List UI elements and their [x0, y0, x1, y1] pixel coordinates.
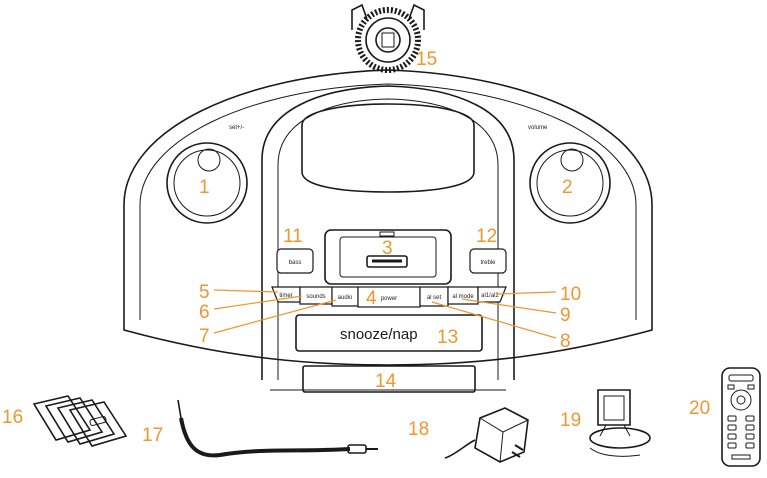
audio-button[interactable]: audio: [331, 286, 359, 307]
svg-text:audio: audio: [338, 295, 353, 301]
callout-12: 12: [476, 226, 497, 247]
power-adapter: [444, 407, 529, 463]
callout-6: 6: [199, 302, 210, 323]
callout-15: 15: [416, 49, 437, 70]
callout-4: 4: [366, 288, 377, 309]
callout-11: 11: [283, 226, 303, 247]
callout-18: 18: [408, 419, 429, 440]
callout-1: 1: [199, 177, 210, 198]
clock-radio-body: [123, 69, 653, 393]
audio-cable: [177, 399, 378, 458]
leader-5: [213, 289, 279, 293]
callout-10: 10: [560, 284, 581, 305]
svg-text:timer: timer: [279, 293, 292, 299]
callout-7: 7: [199, 326, 210, 347]
remote-control: [721, 367, 761, 467]
leader-10: [495, 291, 557, 295]
snooze-nap-label: snooze/nap: [340, 326, 418, 343]
set-dial[interactable]: [166, 142, 248, 224]
set-label: set+/-: [229, 125, 244, 131]
volume-dial[interactable]: [529, 142, 611, 224]
bass-button[interactable]: bass: [276, 248, 314, 274]
volume-label: volume: [528, 125, 548, 131]
dock-adapters: [32, 395, 128, 447]
callout-2: 2: [562, 177, 573, 198]
svg-text:bass: bass: [289, 260, 302, 266]
stand-accessory: [589, 389, 651, 457]
callout-13: 13: [437, 327, 458, 348]
svg-text:power: power: [381, 296, 397, 302]
callout-14: 14: [375, 371, 397, 392]
callout-9: 9: [560, 305, 571, 326]
al-mode-button[interactable]: al mode: [447, 286, 479, 305]
leader-6: [213, 295, 303, 310]
callout-19: 19: [560, 410, 581, 431]
svg-text:al set: al set: [427, 295, 442, 301]
rotating-knob: [351, 3, 425, 73]
callout-8: 8: [560, 331, 571, 352]
al-set-button[interactable]: al set: [419, 286, 449, 307]
callout-5: 5: [199, 282, 210, 303]
treble-button[interactable]: treble: [469, 248, 507, 274]
svg-text:al1/al2: al1/al2: [481, 293, 499, 299]
svg-text:treble: treble: [480, 260, 496, 266]
sounds-button[interactable]: sounds: [299, 286, 333, 305]
callout-3: 3: [382, 238, 393, 259]
svg-text:al mode: al mode: [452, 294, 474, 300]
leader-7: [213, 299, 337, 334]
callout-17: 17: [142, 425, 163, 446]
al-onoff-button[interactable]: al1/al2: [477, 286, 507, 303]
svg-text:sounds: sounds: [306, 294, 325, 300]
leader-8: [431, 301, 557, 339]
leader-9: [461, 298, 557, 314]
callout-16: 16: [2, 407, 23, 428]
callout-20: 20: [689, 398, 710, 419]
